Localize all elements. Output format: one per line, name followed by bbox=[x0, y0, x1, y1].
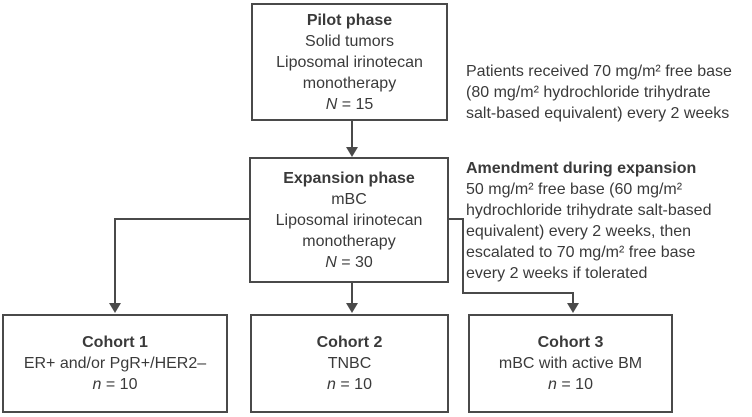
connector-pilot-to-expansion bbox=[351, 121, 353, 149]
sample-size: n = 10 bbox=[548, 374, 593, 395]
box-title: Cohort 2 bbox=[316, 334, 383, 351]
note-line: equivalent) every 2 weeks, then bbox=[466, 223, 692, 240]
sample-size: N = 30 bbox=[325, 252, 373, 273]
note-line: salt-based equivalent) every 2 weeks bbox=[466, 105, 730, 122]
n-value: = 15 bbox=[337, 95, 374, 113]
box-line: monotherapy bbox=[302, 232, 396, 250]
box-line: TNBC bbox=[327, 355, 372, 372]
box-title: Pilot phase bbox=[306, 11, 393, 29]
pilot-dose-note: Patients received 70 mg/m² free base (80… bbox=[466, 61, 732, 124]
box-title: Expansion phase bbox=[283, 169, 415, 187]
pilot-phase-box: Pilot phase Solid tumors Liposomal irino… bbox=[251, 3, 448, 121]
n-symbol: N bbox=[325, 95, 338, 113]
note-line: Patients received 70 mg/m² free base bbox=[466, 63, 732, 80]
connector-expansion-to-cohort2 bbox=[351, 283, 353, 304]
n-value: = 10 bbox=[101, 376, 138, 393]
connector-expansion-to-cohort3 bbox=[572, 292, 574, 304]
box-line: Solid tumors bbox=[305, 32, 394, 50]
connector-expansion-to-cohort3 bbox=[462, 292, 574, 294]
n-value: = 10 bbox=[556, 376, 593, 393]
box-line: mBC with active BM bbox=[498, 355, 643, 372]
arrow-down-icon bbox=[346, 303, 358, 313]
arrow-down-icon bbox=[109, 303, 121, 313]
note-line: (80 mg/m² hydrochloride trihydrate bbox=[466, 84, 711, 101]
box-line: Liposomal irinotecan bbox=[276, 53, 423, 71]
n-symbol: n bbox=[327, 376, 336, 393]
expansion-amendment-note: Amendment during expansion 50 mg/m² free… bbox=[466, 158, 711, 284]
box-line: Liposomal irinotecan bbox=[275, 211, 423, 229]
n-value: = 30 bbox=[336, 253, 373, 271]
note-line: escalated to 70 mg/m² free base bbox=[466, 244, 696, 261]
cohort-1-box: Cohort 1 ER+ and/or PgR+/HER2– n = 10 bbox=[2, 314, 228, 413]
box-line: ER+ and/or PgR+/HER2– bbox=[23, 355, 207, 372]
box-title: Cohort 3 bbox=[537, 334, 604, 351]
n-value: = 10 bbox=[335, 376, 372, 393]
n-symbol: n bbox=[548, 376, 557, 393]
connector-expansion-to-cohort1 bbox=[114, 218, 116, 304]
note-line: every 2 weeks if tolerated bbox=[466, 265, 648, 282]
box-line: monotherapy bbox=[302, 74, 397, 92]
connector-expansion-to-cohort1 bbox=[114, 218, 251, 220]
note-title: Amendment during expansion bbox=[466, 160, 697, 177]
box-title: Cohort 1 bbox=[82, 334, 148, 351]
connector-expansion-to-cohort3 bbox=[447, 218, 464, 220]
cohort-2-box: Cohort 2 TNBC n = 10 bbox=[250, 314, 449, 413]
expansion-phase-box: Expansion phase mBC Liposomal irinotecan… bbox=[249, 157, 449, 283]
connector-expansion-to-cohort3 bbox=[462, 218, 464, 294]
note-line: hydrochloride trihydrate salt-based bbox=[466, 202, 712, 219]
arrow-down-icon bbox=[567, 303, 579, 313]
box-line: mBC bbox=[331, 190, 367, 208]
arrow-down-icon bbox=[346, 147, 358, 157]
sample-size: N = 15 bbox=[326, 94, 374, 115]
n-symbol: n bbox=[92, 376, 102, 393]
cohort-3-box: Cohort 3 mBC with active BM n = 10 bbox=[468, 314, 673, 413]
n-symbol: N bbox=[325, 253, 337, 271]
sample-size: n = 10 bbox=[327, 374, 372, 395]
note-line: 50 mg/m² free base (60 mg/m² bbox=[466, 181, 683, 198]
sample-size: n = 10 bbox=[93, 374, 138, 395]
